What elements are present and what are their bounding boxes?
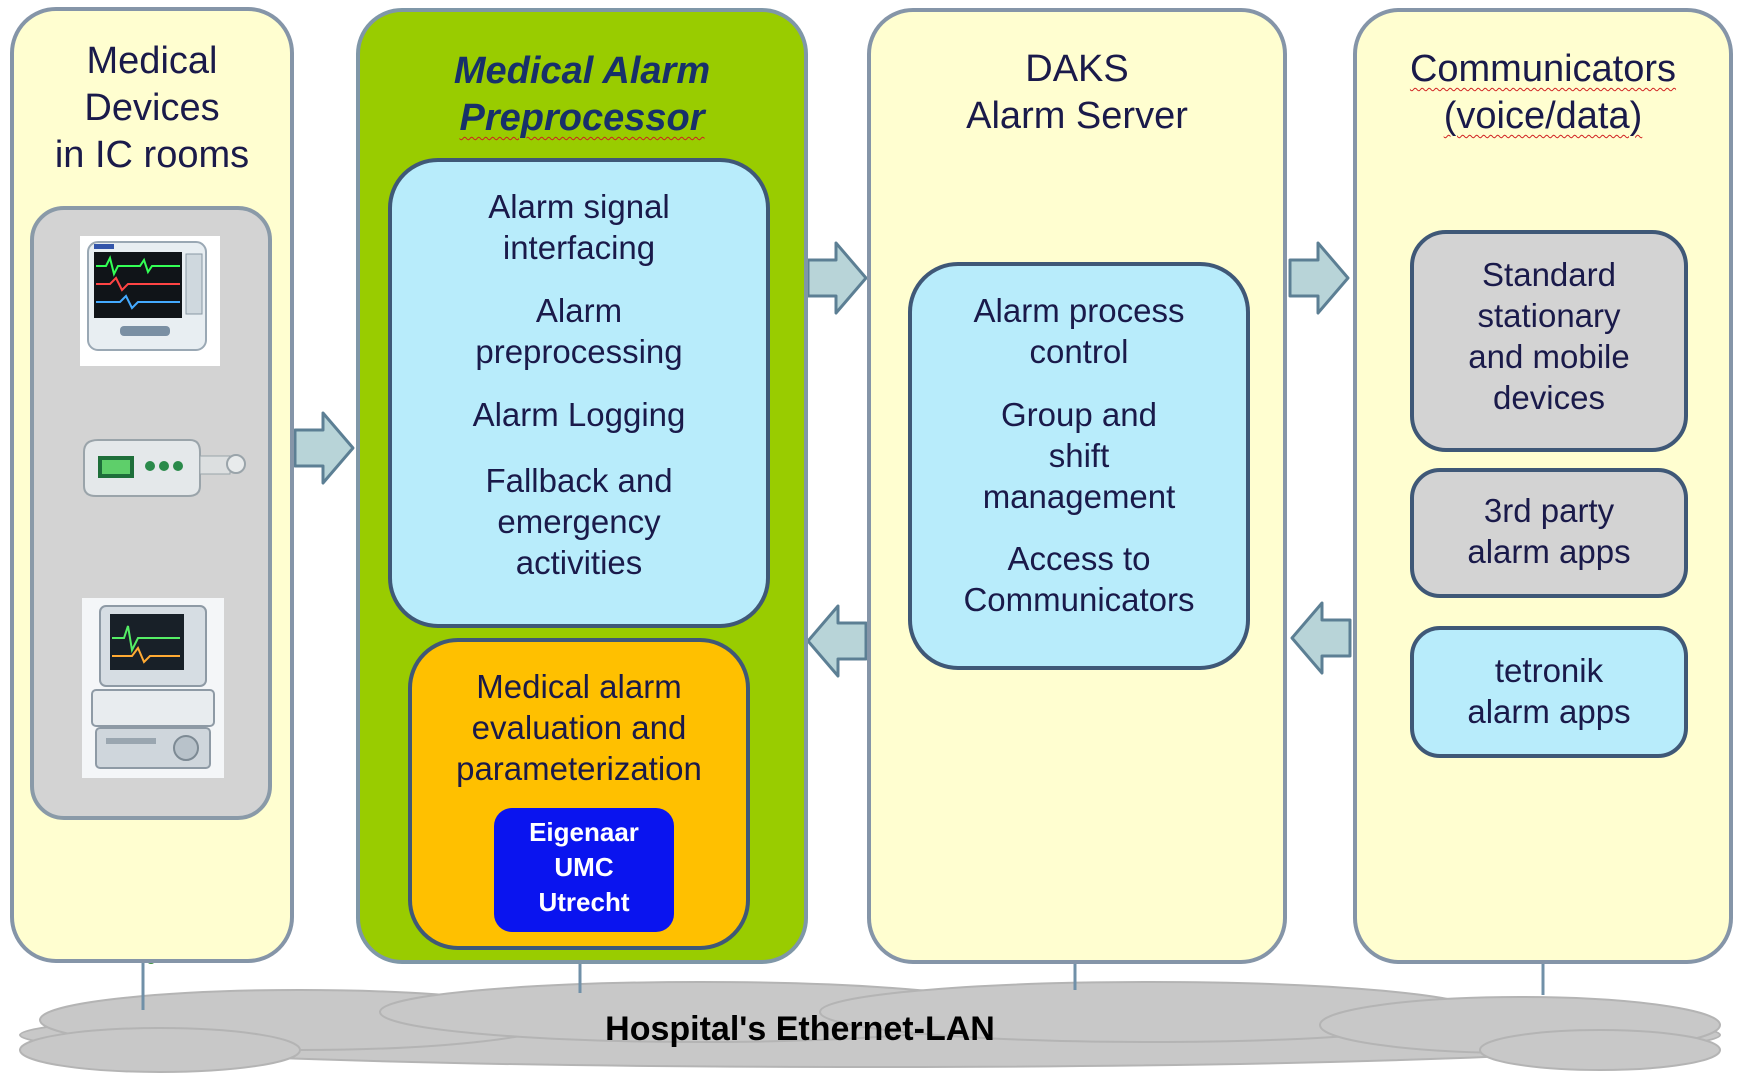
lan-label: Hospital's Ethernet-LAN bbox=[605, 1010, 995, 1048]
pump-icon bbox=[83, 439, 246, 497]
function-alarm-logging: Alarm Logging bbox=[472, 396, 686, 433]
monitor-icon bbox=[80, 236, 220, 366]
communicator-third-party-text: 3rd party alarm apps bbox=[1467, 492, 1631, 570]
communicators-title: Communicators (voice/data) bbox=[1357, 46, 1729, 140]
communicator-box-standard-devices: Standard stationary and mobile devices bbox=[1410, 230, 1688, 452]
function-alarm-process-control: Alarm process control bbox=[973, 292, 1185, 370]
communicator-standard-text: Standard stationary and mobile devices bbox=[1468, 256, 1630, 416]
function-fallback-emergency: Fallback and emergency activities bbox=[485, 462, 673, 581]
communicators-title-line1: Communicators bbox=[1409, 48, 1677, 90]
communicator-box-tetronik-apps: tetronik alarm apps bbox=[1410, 626, 1688, 758]
function-alarm-signal-interfacing: Alarm signal interfacing bbox=[488, 188, 670, 266]
ventilator-icon bbox=[82, 598, 224, 778]
flow-arrows bbox=[293, 241, 1352, 678]
arrow-server-to-communicators bbox=[1288, 241, 1350, 315]
preprocessor-title-line2: Preprocessor bbox=[459, 97, 705, 139]
lan-cloud bbox=[19, 981, 1721, 1073]
server-functions-box: Alarm process control Group and shift ma… bbox=[908, 262, 1250, 670]
arrow-devices-to-preprocessor bbox=[293, 411, 355, 485]
communicator-box-third-party-apps: 3rd party alarm apps bbox=[1410, 468, 1688, 598]
communicator-tetronik-text: tetronik alarm apps bbox=[1467, 652, 1631, 730]
devices-title-line3: in IC rooms bbox=[54, 134, 250, 176]
function-group-shift-management: Group and shift management bbox=[982, 396, 1176, 515]
evaluation-text: Medical alarm evaluation and parameteriz… bbox=[456, 668, 702, 787]
function-alarm-preprocessing: Alarm preprocessing bbox=[475, 292, 683, 370]
lan-connectors bbox=[141, 958, 1545, 1010]
function-access-communicators: Access to Communicators bbox=[963, 540, 1195, 618]
arrow-server-to-preprocessor bbox=[806, 604, 868, 678]
server-title: DAKS Alarm Server bbox=[966, 48, 1188, 137]
arrow-preprocessor-to-server bbox=[806, 241, 868, 315]
preprocessor-title: Medical Alarm Preprocessor bbox=[453, 50, 711, 139]
devices-title: Medical Devices in IC rooms bbox=[54, 40, 250, 176]
owner-badge: Eigenaar UMC Utrecht bbox=[494, 808, 674, 932]
preprocessor-functions-box: Alarm signal interfacing Alarm preproces… bbox=[388, 158, 770, 628]
arrow-communicators-to-server bbox=[1290, 601, 1352, 675]
communicators-title-line2: (voice/data) bbox=[1443, 95, 1643, 137]
